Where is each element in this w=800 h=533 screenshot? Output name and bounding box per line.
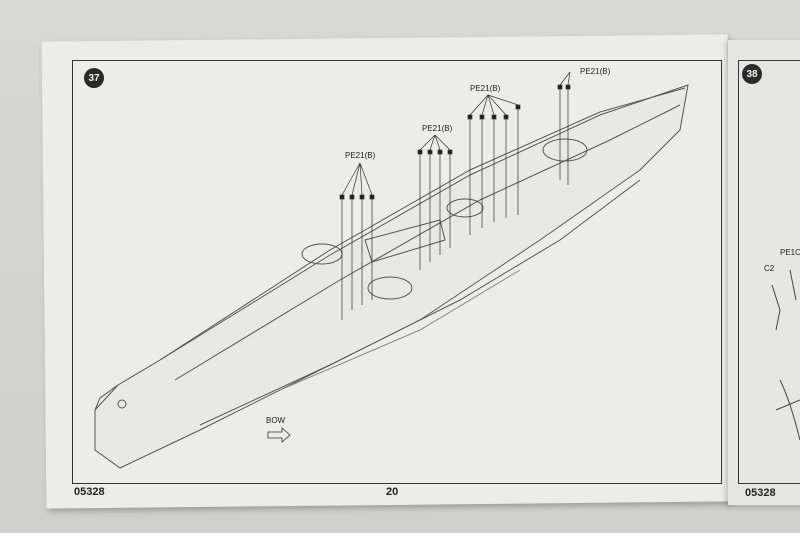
part-label-pe21-1: PE21(B): [345, 151, 376, 160]
part-label-pe1c: PE1C: [780, 248, 800, 257]
step-37-badge: 37: [84, 68, 104, 88]
left-page-frame: [72, 60, 722, 484]
page-number: 20: [386, 486, 399, 498]
right-page-frame: [738, 60, 800, 484]
catalog-number-right: 05328: [745, 487, 776, 499]
part-label-c2: C2: [764, 264, 775, 273]
part-label-pe21-3: PE21(B): [470, 84, 501, 93]
step-38-badge: 38: [742, 64, 762, 84]
bow-label: BOW: [266, 416, 286, 425]
catalog-number-left: 05328: [74, 486, 105, 498]
right-instruction-page: [728, 40, 800, 505]
part-label-pe21-4: PE21(B): [580, 67, 611, 76]
part-label-pe21-2: PE21(B): [422, 124, 453, 133]
